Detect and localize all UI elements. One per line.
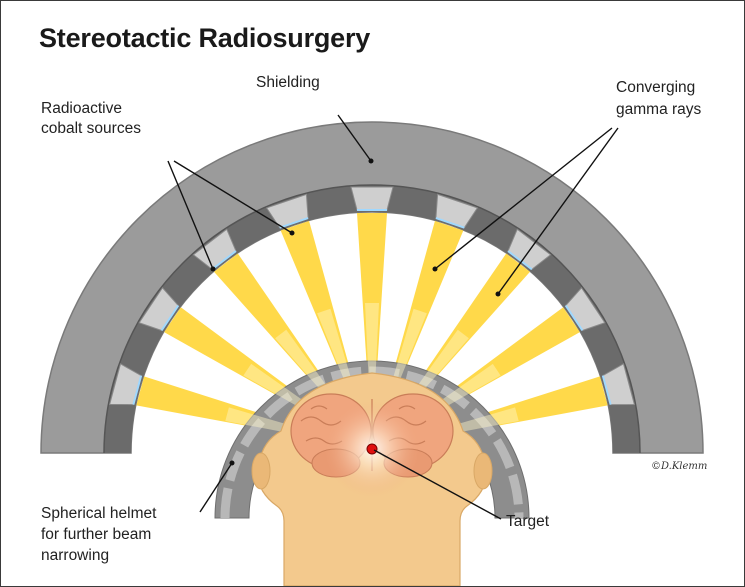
label-shielding: Shielding (256, 74, 320, 91)
label-helmet-1: Spherical helmet (41, 505, 157, 522)
cobalt-source (351, 187, 393, 210)
label-target: Target (506, 513, 550, 530)
target-point (367, 444, 377, 454)
label-helmet-3: narrowing (41, 547, 109, 564)
label-rays-2: gamma rays (616, 101, 702, 118)
artist-credit: ©D.Klemm (651, 461, 707, 472)
label-sources-1: Radioactive (41, 100, 122, 117)
label-helmet-2: for further beam (41, 526, 151, 543)
label-sources-2: cobalt sources (41, 120, 141, 137)
label-rays-1: Converging (616, 79, 695, 96)
